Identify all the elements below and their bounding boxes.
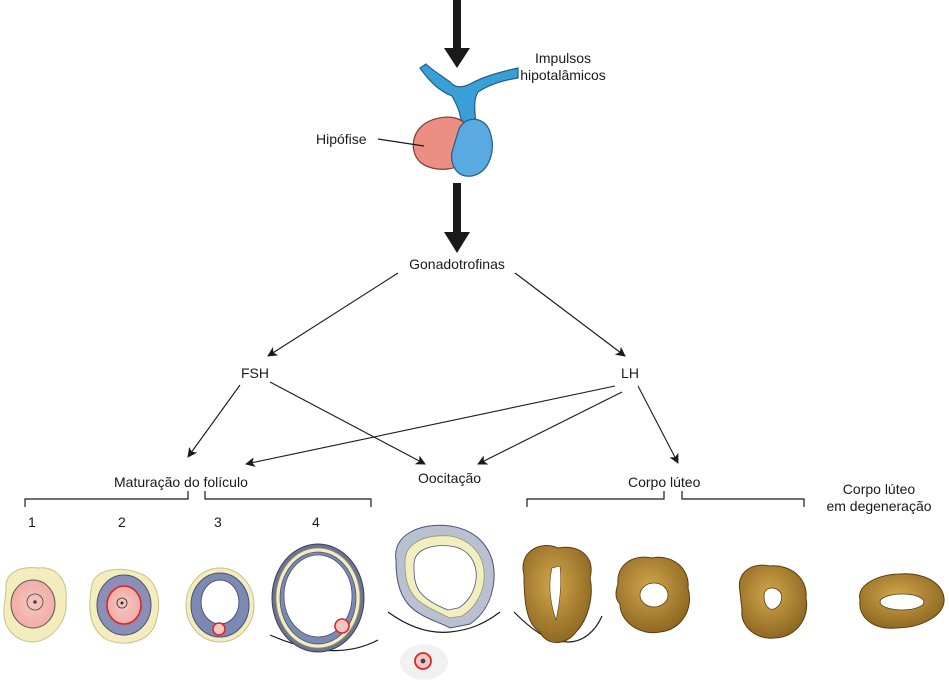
- oocitacao-label: Oocitação: [418, 470, 482, 486]
- arrow-gonado-lh: [514, 272, 626, 357]
- bracket-corpo-luteo-right: [681, 491, 805, 507]
- brackets: [24, 491, 805, 507]
- bracket-maturacao-left: [24, 491, 189, 507]
- degeneracao-label: Corpo lúteo em degeneração: [826, 481, 932, 514]
- posterior-pituitary: [451, 118, 493, 177]
- follicle-2: [89, 568, 159, 644]
- corpus-luteum-degenerating: [859, 573, 945, 629]
- thin-arrows: [187, 272, 679, 468]
- hypothalamic-stalk: [419, 63, 519, 133]
- arrow-fsh-maturacao: [187, 384, 241, 458]
- output-arrow: [444, 183, 470, 253]
- bracket-corpo-luteo-left: [526, 491, 665, 507]
- hipofise-label: Hipófise: [316, 131, 367, 147]
- arrow-lh-oocitacao: [477, 391, 623, 465]
- stage-label-4: 4: [312, 514, 320, 530]
- follicle-4: [269, 543, 379, 653]
- lh-label: LH: [621, 365, 639, 381]
- hipofise-leader: [377, 138, 425, 147]
- stage-label-1: 1: [28, 514, 36, 530]
- bracket-maturacao-right: [204, 491, 372, 507]
- corpus-luteum-regressing: [738, 564, 808, 639]
- gonadotrofinas-label: Gonadotrofinas: [409, 256, 505, 272]
- arrow-lh-corpo-luteo: [637, 385, 679, 464]
- stage-label-3: 3: [214, 514, 222, 530]
- stage-label-2: 2: [118, 514, 126, 530]
- arrow-lh-maturacao: [245, 385, 616, 468]
- corpus-luteum-forming: [513, 545, 603, 643]
- impulsos-label: Impulsos hipotalâmicos: [520, 50, 606, 83]
- arrow-gonado-fsh: [267, 272, 399, 357]
- maturacao-label: Maturação do folículo: [114, 474, 248, 490]
- corpo-luteo-label: Corpo lúteo: [628, 474, 701, 490]
- input-arrow: [444, 0, 470, 68]
- arrow-fsh-oocitacao: [269, 381, 426, 465]
- pituitary-gland: [412, 63, 519, 177]
- ovulating-follicle: [387, 524, 501, 680]
- corpus-luteum-mature: [615, 556, 690, 634]
- follicle-3: [185, 567, 255, 643]
- follicle-1: [3, 567, 67, 643]
- fsh-label: FSH: [241, 365, 269, 381]
